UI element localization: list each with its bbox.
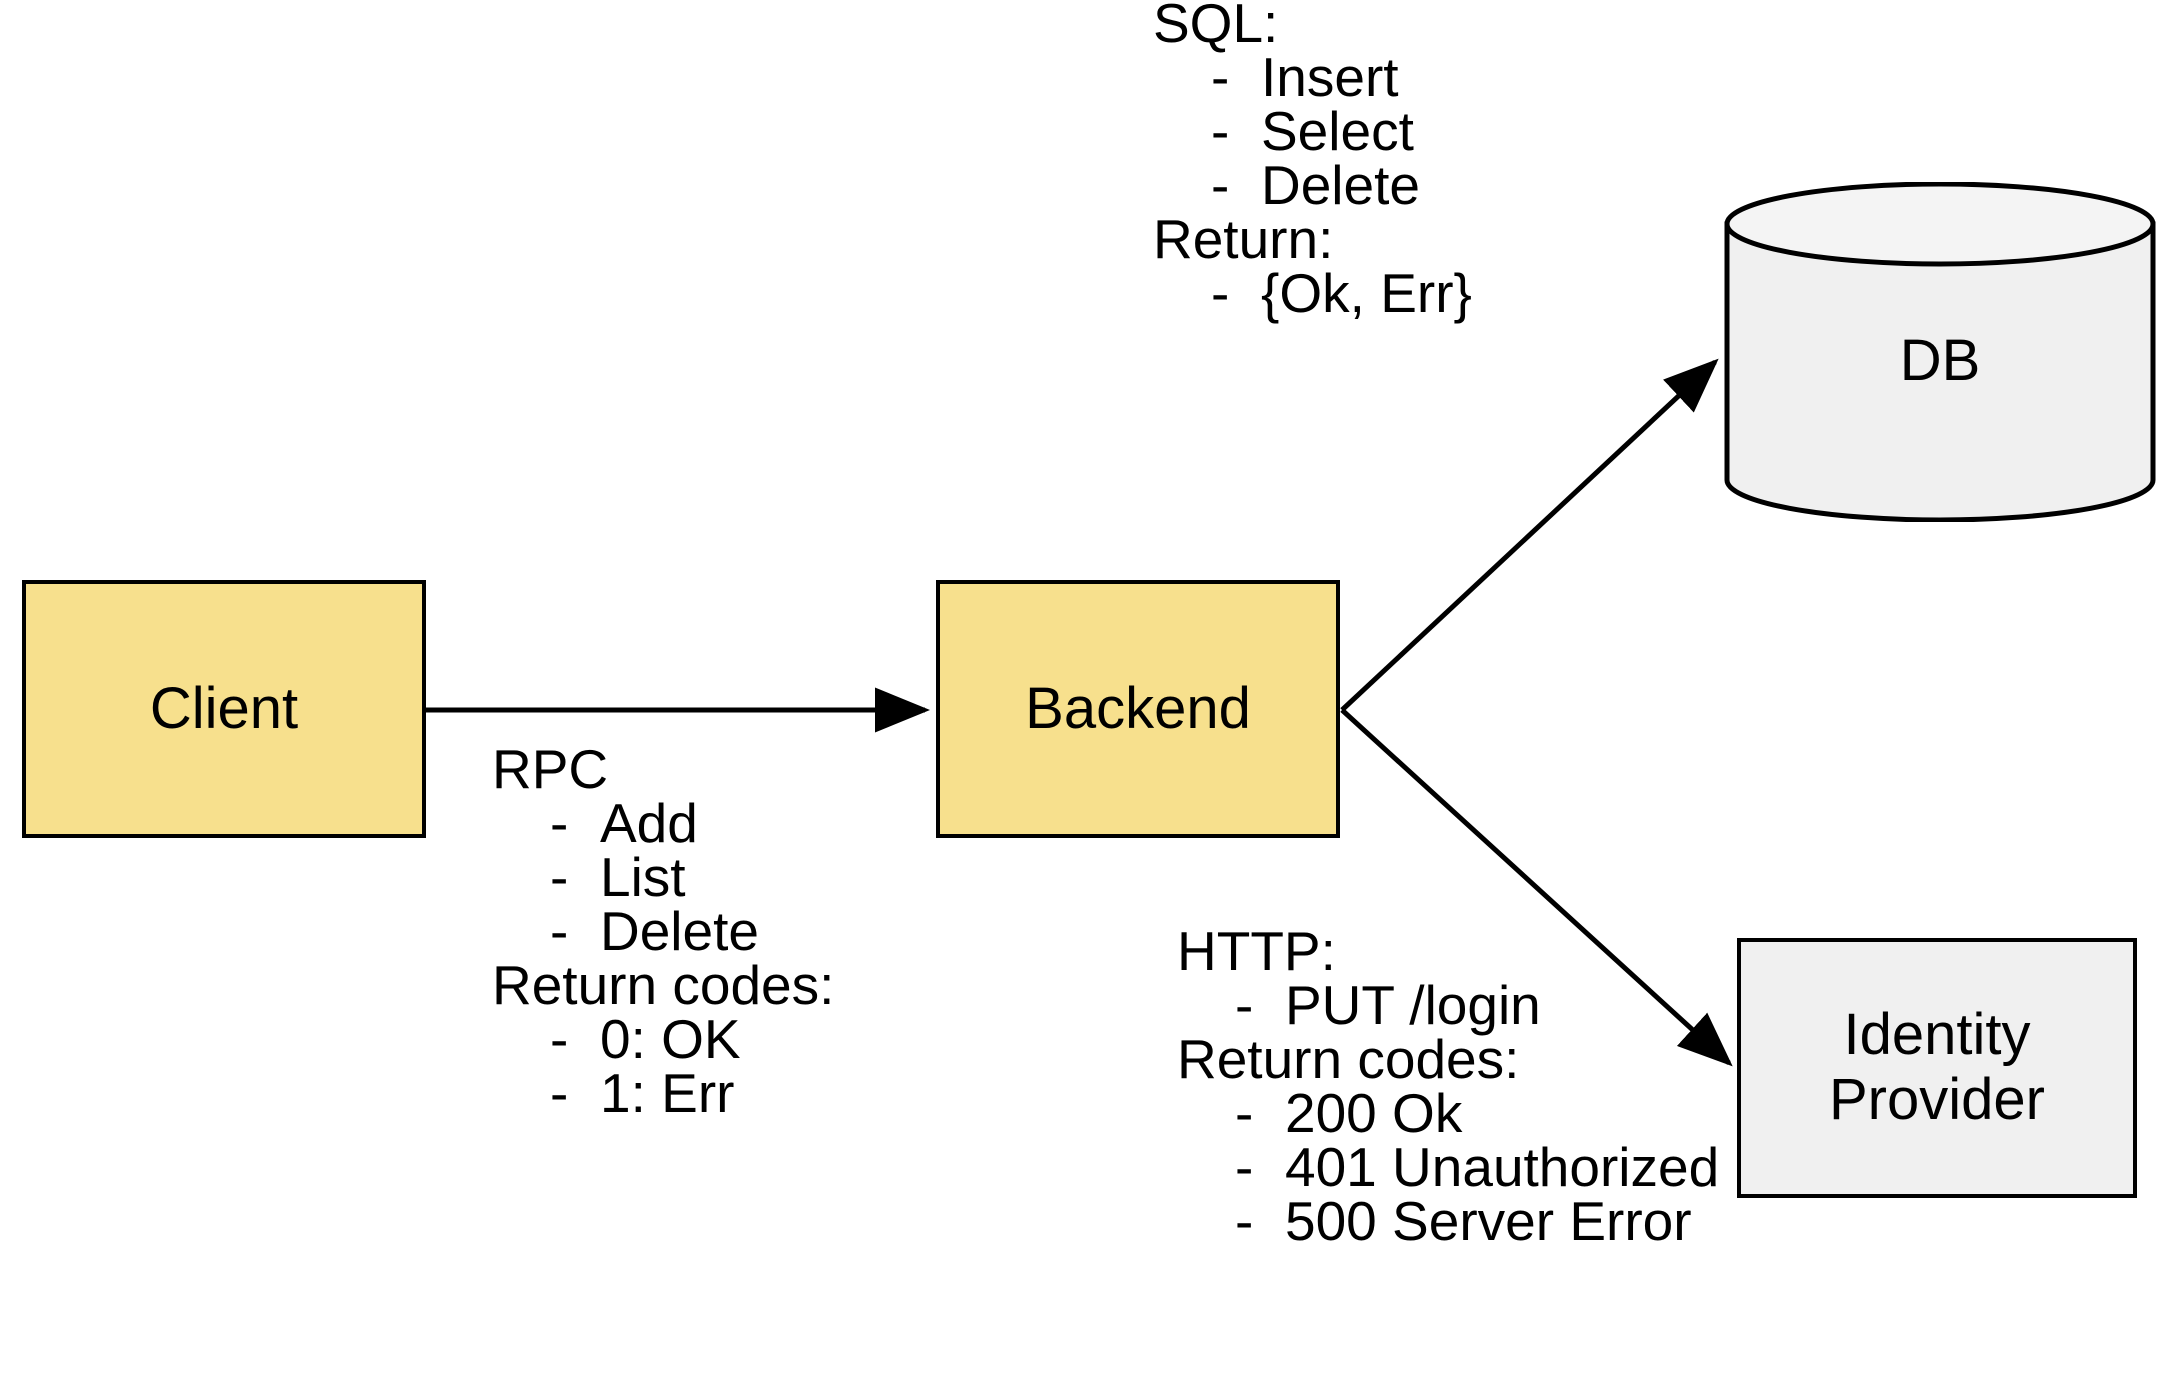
annotation-rpc-item-label: List: [600, 846, 686, 908]
annotation-rpc-heading: RPC: [492, 738, 609, 800]
annotation-sql-item-label: Select: [1261, 100, 1414, 162]
bullet-dash: -: [1211, 154, 1230, 216]
annotation-sql-returns-heading: Return:: [1153, 208, 1334, 270]
annotation-sql-item-label: Insert: [1261, 46, 1399, 108]
bullet-dash: -: [1235, 1082, 1254, 1144]
node-backend-label: Backend: [1025, 675, 1251, 741]
annotation-rpc: RPC - Add - List - Delete Return codes: …: [492, 738, 835, 1124]
annotation-sql: SQL: - Insert - Select - Delete Return: …: [1153, 0, 1472, 324]
annotation-rpc-returns-heading: Return codes:: [492, 954, 835, 1016]
annotation-rpc-return-item: - 0: OK: [492, 1008, 834, 1070]
bullet-dash: -: [550, 792, 569, 854]
annotation-http-item: - PUT /login: [1177, 974, 1719, 1036]
annotation-http-return-item: - 200 Ok: [1177, 1082, 1719, 1144]
annotation-http-return-item: - 500 Server Error: [1177, 1190, 1719, 1252]
annotation-sql-item: - Select: [1153, 100, 1472, 162]
annotation-rpc-return-item: - 1: Err: [492, 1062, 834, 1124]
bullet-dash: -: [1235, 974, 1254, 1036]
bullet-dash: -: [550, 1008, 569, 1070]
annotation-http-return-label: 500 Server Error: [1285, 1190, 1692, 1252]
annotation-sql-item: - Delete: [1153, 154, 1472, 216]
bullet-dash: -: [550, 846, 569, 908]
annotation-http-return-label: 200 Ok: [1285, 1082, 1463, 1144]
annotation-sql-return-label: {Ok, Err}: [1261, 262, 1472, 324]
annotation-sql-heading: SQL:: [1153, 0, 1279, 54]
node-backend[interactable]: Backend: [936, 580, 1340, 838]
bullet-dash: -: [1211, 46, 1230, 108]
annotation-sql-item: - Insert: [1153, 46, 1472, 108]
bullet-dash: -: [1235, 1136, 1254, 1198]
annotation-http-return-item: - 401 Unauthorized: [1177, 1136, 1719, 1198]
annotation-http-return-label: 401 Unauthorized: [1285, 1136, 1720, 1198]
database-cylinder-icon: [1724, 182, 2156, 522]
annotation-rpc-item: - Delete: [492, 900, 834, 962]
annotation-http: HTTP: - PUT /login Return codes: - 200 O…: [1177, 920, 1719, 1252]
node-database[interactable]: DB: [1723, 182, 2157, 522]
edge-backend-to-db: [1340, 358, 1719, 712]
annotation-http-item-label: PUT /login: [1285, 974, 1541, 1036]
node-identity-provider[interactable]: Identity Provider: [1737, 938, 2137, 1198]
annotation-sql-item-label: Delete: [1261, 154, 1420, 216]
node-identity-provider-label: Identity Provider: [1829, 1002, 2045, 1132]
bullet-dash: -: [1211, 262, 1230, 324]
annotation-rpc-return-label: 1: Err: [600, 1062, 735, 1124]
annotation-sql-return-item: - {Ok, Err}: [1153, 262, 1472, 324]
bullet-dash: -: [1235, 1190, 1254, 1252]
annotation-rpc-return-label: 0: OK: [600, 1008, 741, 1070]
annotation-rpc-item-label: Add: [600, 792, 698, 854]
node-database-label: DB: [1899, 328, 1981, 393]
annotation-http-heading: HTTP:: [1177, 920, 1336, 982]
node-client[interactable]: Client: [22, 580, 426, 838]
annotation-rpc-item: - Add: [492, 792, 834, 854]
annotation-rpc-item: - List: [492, 846, 834, 908]
node-client-label: Client: [149, 675, 299, 741]
bullet-dash: -: [550, 1062, 569, 1124]
bullet-dash: -: [550, 900, 569, 962]
bullet-dash: -: [1211, 100, 1230, 162]
annotation-rpc-item-label: Delete: [600, 900, 759, 962]
annotation-http-returns-heading: Return codes:: [1177, 1028, 1520, 1090]
